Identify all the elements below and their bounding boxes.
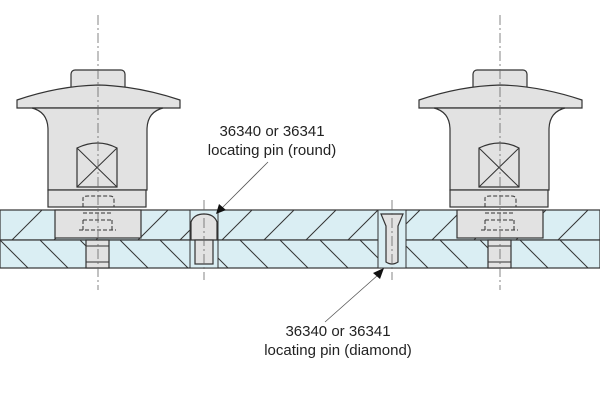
round-pin-callout: 36340 or 36341 locating pin (round): [208, 123, 336, 214]
diamond-locating-pin: [377, 200, 407, 280]
arrowhead-icon: [216, 204, 226, 214]
diamond-pin-part-numbers: 36340 or 36341: [285, 323, 390, 340]
round-pin-part-numbers: 36340 or 36341: [219, 123, 324, 140]
leader-line: [324, 274, 379, 323]
arrowhead-icon: [373, 268, 384, 279]
diamond-pin-description: locating pin (diamond): [264, 342, 412, 359]
round-pin-description: locating pin (round): [208, 142, 336, 159]
diamond-pin-callout: 36340 or 36341 locating pin (diamond): [264, 268, 412, 359]
round-locating-pin: [189, 200, 219, 280]
leader-line: [221, 161, 269, 209]
